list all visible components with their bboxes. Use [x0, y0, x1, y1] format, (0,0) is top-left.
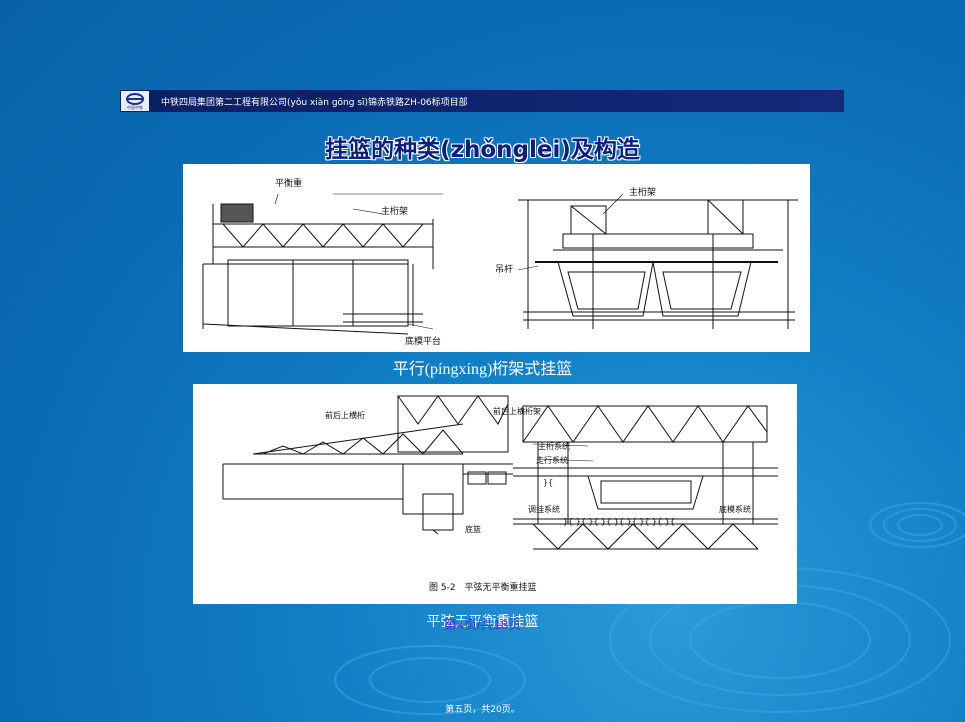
page-footer: 第五页，共20页。	[445, 705, 520, 715]
svg-text:中国中铁: 中国中铁	[127, 104, 143, 110]
system-marks-row1: }{	[543, 478, 553, 487]
label-bottom-basket: 底篮	[465, 524, 481, 534]
page-count-overlay: 第4页/共18页	[443, 617, 522, 632]
label-balance-weight: 平衡重	[275, 177, 302, 189]
company-logo: 中国中铁	[121, 91, 149, 111]
figure2-caption: 平弦无平衡重挂篮	[426, 615, 539, 630]
label-main-truss-system: 主桁系统	[538, 441, 570, 451]
label-front-rear-beam-right: 前后上横桁架	[493, 406, 541, 416]
figure1-caption: 平行(píngxíng)桁架式挂篮	[392, 361, 573, 378]
header-company-text: 中铁四局集团第二工程有限公司(yǒu xiàn gōng sī)锦赤铁路ZH-0…	[161, 97, 468, 108]
label-front-rear-beam-left: 前后上横桁	[325, 410, 365, 420]
figure2-title: 图 5-2 平弦无平衡重挂篮	[429, 581, 537, 593]
figure-parallel-truss-basket: 平衡重 主桁架 主桁架 吊杆 底模平台	[183, 164, 810, 352]
page-title: 挂篮的种类(zhǒnglèi)及构造	[325, 137, 640, 163]
label-walking-system: 走行系统	[536, 455, 568, 465]
figure-flat-chord-basket: }{ }{ }{ }{ }{ }{ }{ }{ }{ }{ 前后上横桁 前后上横…	[193, 384, 797, 604]
label-bottom-form-system: 底模系统	[719, 504, 751, 514]
figure1-drawing: 平衡重 主桁架 主桁架 吊杆 底模平台	[202, 177, 798, 347]
logo-icon: 中国中铁	[126, 93, 144, 110]
label-main-truss-right: 主桁架	[629, 186, 656, 198]
label-main-truss-left: 主桁架	[381, 205, 408, 217]
header-bar: 中国中铁 中铁四局集团第二工程有限公司(yǒu xiàn gōng sī)锦赤铁…	[120, 90, 844, 112]
figure2-drawing: }{ }{ }{ }{ }{ }{ }{ }{ }{ }{ 前后上横桁 前后上横…	[222, 395, 778, 593]
system-marks-row2: }{ }{ }{ }{ }{ }{ }{ }{ }{	[563, 517, 675, 526]
label-hanger-system: 调挂系统	[528, 504, 560, 514]
label-hanger: 吊杆	[495, 263, 513, 275]
label-bottom-platform: 底模平台	[405, 335, 441, 347]
